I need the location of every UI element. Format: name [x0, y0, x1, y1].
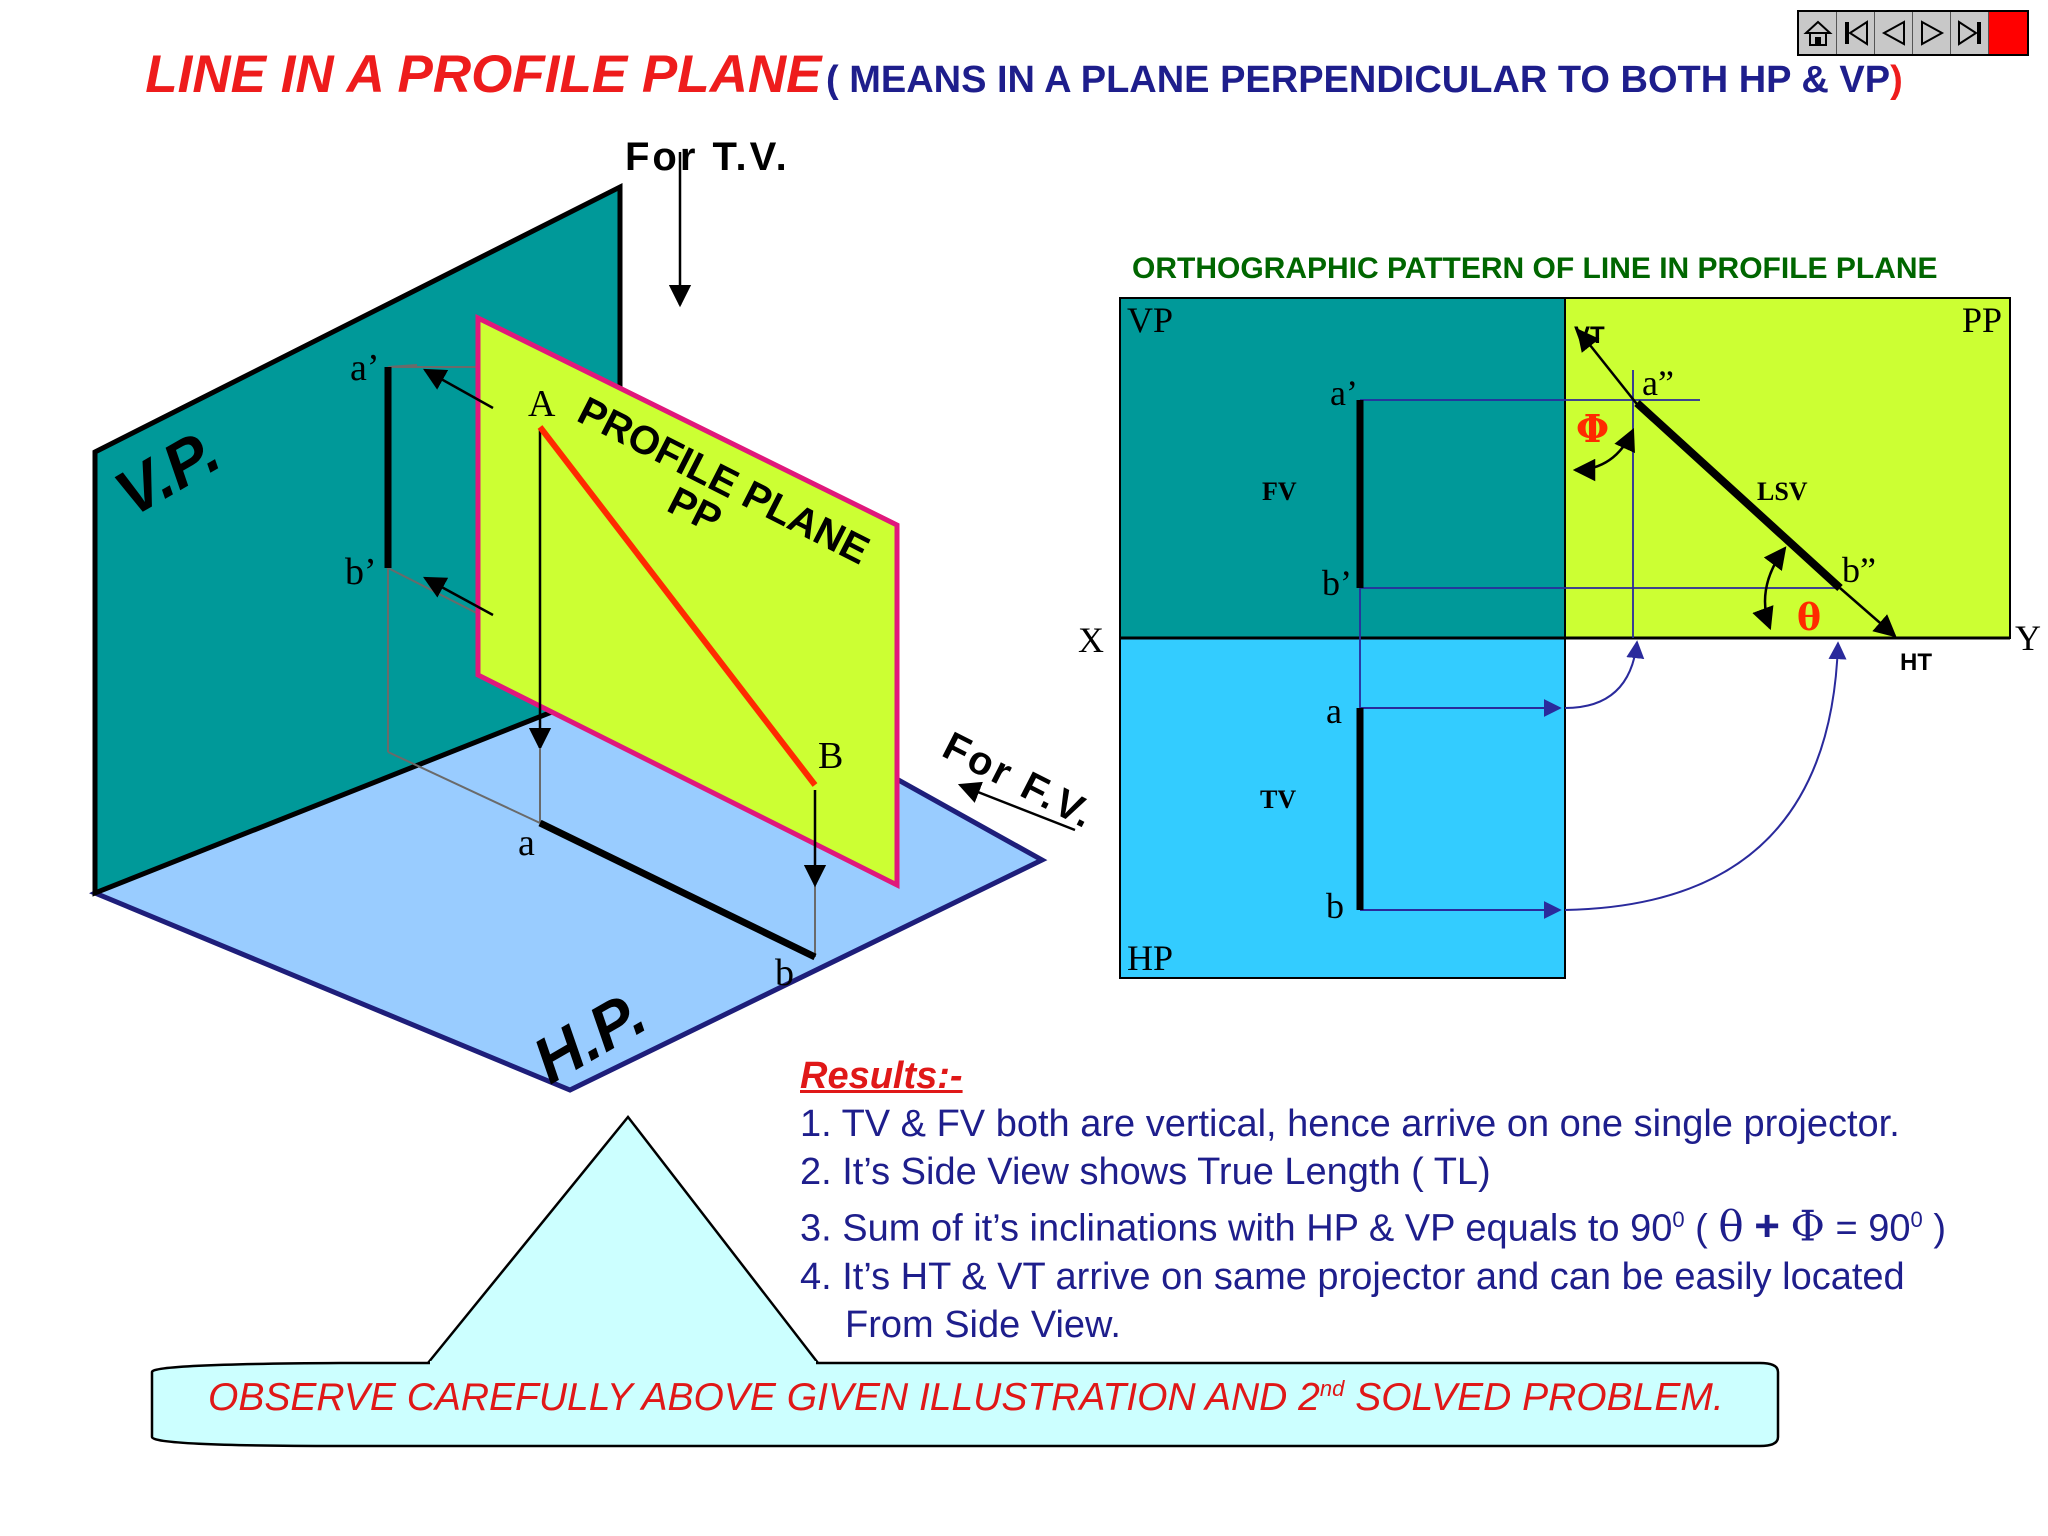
result-item-4-line2: From Side View.	[845, 1303, 1121, 1346]
ortho-vp-label: VP	[1127, 300, 1173, 340]
fv-label: FV	[1262, 477, 1297, 506]
slide-navigation	[1797, 10, 2029, 56]
last-slide-icon[interactable]	[1951, 12, 1989, 54]
callout	[150, 1114, 1780, 1448]
ortho-hp-label: HP	[1127, 938, 1173, 978]
point-b-label: b	[775, 952, 794, 994]
vt-label: VT	[1574, 322, 1605, 349]
point-a-label: a	[518, 822, 535, 864]
results-block: Results:- 1. TV & FV both are vertical, …	[800, 1052, 1946, 1349]
ortho-hp-region	[1119, 637, 1566, 979]
callout-text: OBSERVE CAREFULLY ABOVE GIVEN ILLUSTRATI…	[208, 1376, 1724, 1420]
ortho-vp-region	[1119, 297, 1566, 639]
point-a-dash-label: a’	[350, 347, 380, 389]
for-tv-label: For T.V.	[625, 135, 790, 179]
ht-label: HT	[1900, 649, 1932, 676]
x-label: X	[1078, 620, 1104, 660]
result-item-3-open: (	[1684, 1207, 1719, 1250]
result-item-3-eq: = 90	[1824, 1207, 1911, 1250]
home-icon[interactable]	[1799, 12, 1837, 54]
point-B-label: B	[818, 735, 843, 777]
tv-label: TV	[1260, 785, 1296, 814]
pictorial-view: V.P. H.P. PROFILE PLANE PP For T.V. For …	[89, 135, 1103, 1097]
callout-text-main: OBSERVE CAREFULLY ABOVE GIVEN ILLUSTRATI…	[208, 1376, 1320, 1419]
callout-text-end: SOLVED PROBLEM.	[1344, 1376, 1724, 1419]
result-item-3-text: 3. Sum of it’s inclinations with HP & VP…	[800, 1207, 1673, 1250]
result-item-3: 3. Sum of it’s inclinations with HP & VP…	[800, 1196, 1946, 1253]
ortho-pp-label: PP	[1962, 300, 2002, 340]
ortho-b-dash: b’	[1322, 563, 1352, 603]
result-item-2: 2. It’s Side View shows True Length ( TL…	[800, 1151, 1491, 1193]
page-title: LINE IN A PROFILE PLANE ( MEANS IN A PLA…	[0, 44, 2048, 105]
lsv-line	[1634, 400, 1843, 591]
plus-sign: +	[1754, 1201, 1780, 1251]
result-item-3-sup2: 0	[1910, 1207, 1923, 1232]
result-item-1: 1. TV & FV both are vertical, hence arri…	[800, 1103, 1900, 1145]
callout-text-sup: nd	[1319, 1376, 1345, 1401]
ortho-a-dd: a”	[1642, 363, 1674, 403]
top-view-line	[538, 819, 817, 961]
ortho-b: b	[1326, 886, 1344, 926]
ortho-a-dash: a’	[1330, 373, 1358, 413]
title-sub-text: MEANS IN A PLANE PERPENDICULAR TO BOTH H…	[849, 59, 1891, 101]
next-slide-icon[interactable]	[1913, 12, 1951, 54]
phi-symbol: Φ	[1576, 406, 1609, 451]
ortho-pp-region	[1564, 297, 2011, 639]
result-item-3-close: )	[1922, 1207, 1947, 1250]
true-line-ab	[537, 425, 818, 787]
result-item-3-sup: 0	[1672, 1207, 1685, 1232]
title-main: LINE IN A PROFILE PLANE	[145, 45, 822, 104]
point-b-dash-label: b’	[345, 551, 377, 593]
phi-text: Φ	[1790, 1201, 1825, 1251]
ortho-b-dd: b”	[1842, 550, 1876, 590]
theta-symbol: θ	[1797, 597, 1821, 639]
first-slide-icon[interactable]	[1837, 12, 1875, 54]
lsv-label: LSV	[1757, 477, 1808, 506]
theta-text: θ	[1718, 1201, 1744, 1251]
result-item-4-line1: 4. It’s HT & VT arrive on same projector…	[800, 1255, 1905, 1298]
title-close-paren: )	[1890, 59, 1903, 101]
title-open-paren: (	[825, 59, 850, 101]
ortho-a: a	[1326, 691, 1342, 731]
previous-slide-icon[interactable]	[1875, 12, 1913, 54]
stop-icon[interactable]	[1989, 12, 2027, 54]
y-label: Y	[2015, 618, 2041, 658]
ortho-title: ORTHOGRAPHIC PATTERN OF LINE IN PROFILE …	[1132, 252, 1938, 285]
orthographic-view: ORTHOGRAPHIC PATTERN OF LINE IN PROFILE …	[1078, 252, 2041, 979]
point-A-label: A	[528, 383, 556, 425]
profile-plane	[475, 313, 900, 890]
title-subtitle: ( MEANS IN A PLANE PERPENDICULAR TO BOTH…	[826, 59, 1903, 101]
results-title: Results:-	[800, 1055, 963, 1097]
